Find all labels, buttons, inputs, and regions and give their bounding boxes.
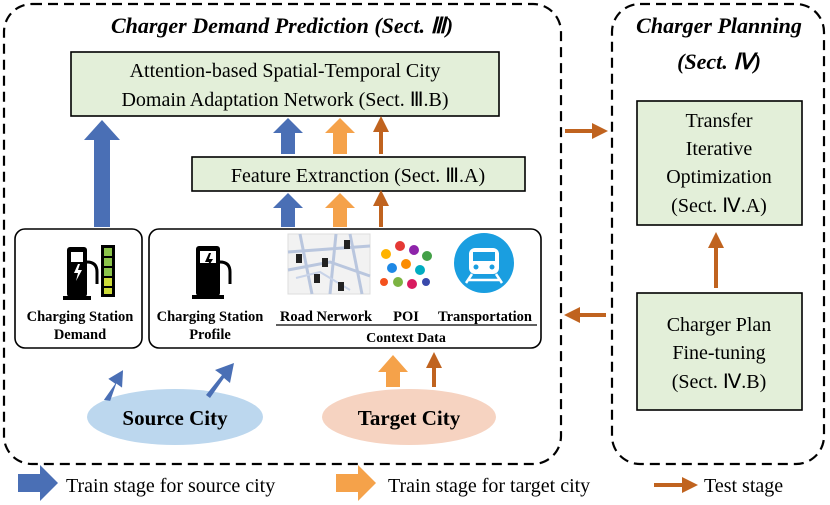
context-data-label: Context Data bbox=[366, 331, 446, 346]
transfer-optimization-box bbox=[636, 100, 803, 226]
attention-network-line2: Domain Adaptation Network (Sect. Ⅲ.B) bbox=[121, 89, 448, 111]
feature-extraction-label: Feature Extranction (Sect. Ⅲ.A) bbox=[231, 165, 485, 187]
blue-arrow-feature-to-network bbox=[273, 118, 303, 154]
charger-icon bbox=[192, 246, 232, 299]
train-icon bbox=[454, 233, 514, 293]
blue-arrow-source-to-profile bbox=[206, 363, 234, 398]
planning-panel-title-line1: Charger Planning bbox=[636, 13, 802, 38]
demand-panel-title: Charger Demand Prediction (Sect. Ⅲ) bbox=[111, 13, 453, 38]
legend-orange-label: Train stage for target city bbox=[388, 475, 590, 497]
legend-brown-label: Test stage bbox=[704, 475, 783, 497]
charger-planning-panel bbox=[610, 2, 826, 466]
finetune-line2: Fine-tuning bbox=[672, 342, 765, 364]
orange-arrow-feature-to-network bbox=[325, 118, 355, 154]
demand-label-line1: Charging Station bbox=[27, 309, 134, 325]
road-map-icon bbox=[287, 233, 371, 295]
attention-network-line1: Attention-based Spatial-Temporal City bbox=[130, 60, 441, 82]
fine-tuning-box bbox=[636, 292, 803, 411]
profile-label-line1: Charging Station bbox=[157, 309, 264, 325]
orange-arrow-context-to-feature bbox=[325, 193, 355, 227]
poi-icon bbox=[380, 241, 432, 289]
profile-label-line2: Profile bbox=[189, 327, 231, 343]
demand-label-line2: Demand bbox=[54, 327, 106, 343]
transfer-line3: Optimization bbox=[666, 166, 772, 188]
transfer-line2: Iterative bbox=[686, 138, 753, 160]
legend-blue-arrow bbox=[18, 465, 58, 501]
legend-orange-arrow bbox=[336, 465, 376, 501]
legend-blue-label: Train stage for source city bbox=[66, 475, 275, 497]
blue-arrow-demand-to-network bbox=[84, 120, 120, 227]
source-city-ellipse bbox=[87, 389, 263, 445]
transfer-line4: (Sect. Ⅳ.A) bbox=[671, 195, 767, 217]
transfer-line1: Transfer bbox=[685, 110, 752, 132]
road-network-label: Road Nerwork bbox=[280, 309, 373, 325]
poi-label: POI bbox=[393, 309, 419, 325]
blue-arrow-source-to-demand bbox=[103, 370, 124, 401]
transportation-label: Transportation bbox=[438, 309, 532, 325]
target-city-ellipse bbox=[322, 389, 496, 445]
charger-demand-icon bbox=[63, 245, 115, 300]
finetune-line3: (Sect. Ⅳ.B) bbox=[672, 371, 767, 393]
finetune-line1: Charger Plan bbox=[667, 314, 772, 336]
source-city-label: Source City bbox=[122, 406, 228, 430]
attention-network-box bbox=[70, 51, 500, 117]
blue-arrow-context-to-feature bbox=[273, 193, 303, 227]
feature-extraction-box bbox=[191, 156, 526, 192]
planning-panel-title-line2: (Sect. Ⅳ) bbox=[677, 49, 761, 74]
orange-arrow-target-to-context bbox=[378, 355, 408, 387]
target-city-label: Target City bbox=[358, 406, 461, 430]
